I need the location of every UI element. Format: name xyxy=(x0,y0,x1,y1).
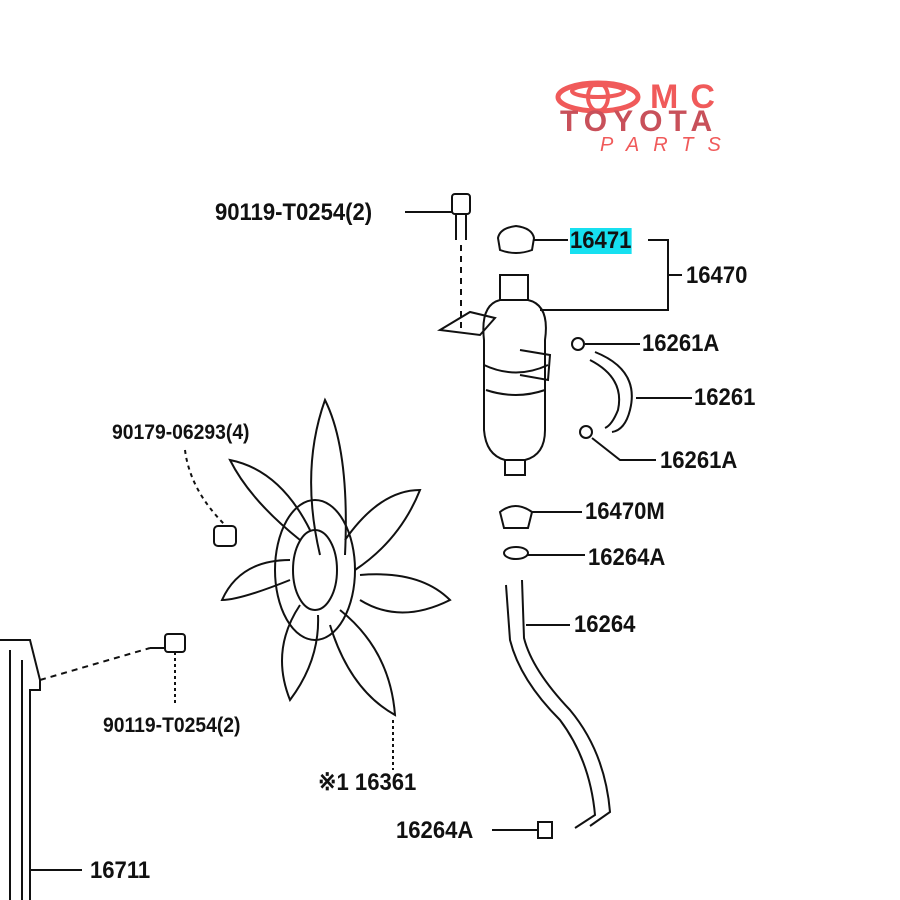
cap-part xyxy=(496,224,682,311)
small-hose-part xyxy=(571,337,692,461)
label-fan[interactable]: ※1 16361 xyxy=(318,769,417,796)
logo-parts: PARTS xyxy=(600,134,735,156)
label-nut[interactable]: 90179-06293(4) xyxy=(112,421,250,444)
logo-mc: MC xyxy=(650,78,727,116)
logo-toyota: TOYOTA xyxy=(560,105,719,138)
bolt-left-part xyxy=(39,633,186,705)
label-clamp-hose-bottom[interactable]: 16264A xyxy=(396,817,474,844)
label-tank-cap-bottom[interactable]: 16470M xyxy=(585,498,665,525)
nut-part xyxy=(184,449,237,547)
label-bolt-left[interactable]: 90119-T0254(2) xyxy=(103,714,241,737)
tank-cap-bottom-part xyxy=(498,505,585,560)
label-hose-small[interactable]: 16261 xyxy=(694,384,756,411)
label-clamp-hose-top[interactable]: 16264A xyxy=(588,544,666,571)
fan-part xyxy=(220,397,452,770)
label-cap[interactable]: 16471 xyxy=(570,227,632,254)
radiator-part xyxy=(0,639,82,900)
long-hose-part xyxy=(492,579,612,839)
label-clamp-lower[interactable]: 16261A xyxy=(660,447,738,474)
label-clamp-upper[interactable]: 16261A xyxy=(642,330,720,357)
reservoir-tank-part xyxy=(437,274,552,476)
bolt-top-part xyxy=(405,193,471,330)
label-hose-long[interactable]: 16264 xyxy=(574,611,636,638)
label-radiator[interactable]: 16711 xyxy=(90,857,151,884)
label-tank[interactable]: 16470 xyxy=(686,262,748,289)
label-bolt-top[interactable]: 90119-T0254(2) xyxy=(215,199,373,226)
